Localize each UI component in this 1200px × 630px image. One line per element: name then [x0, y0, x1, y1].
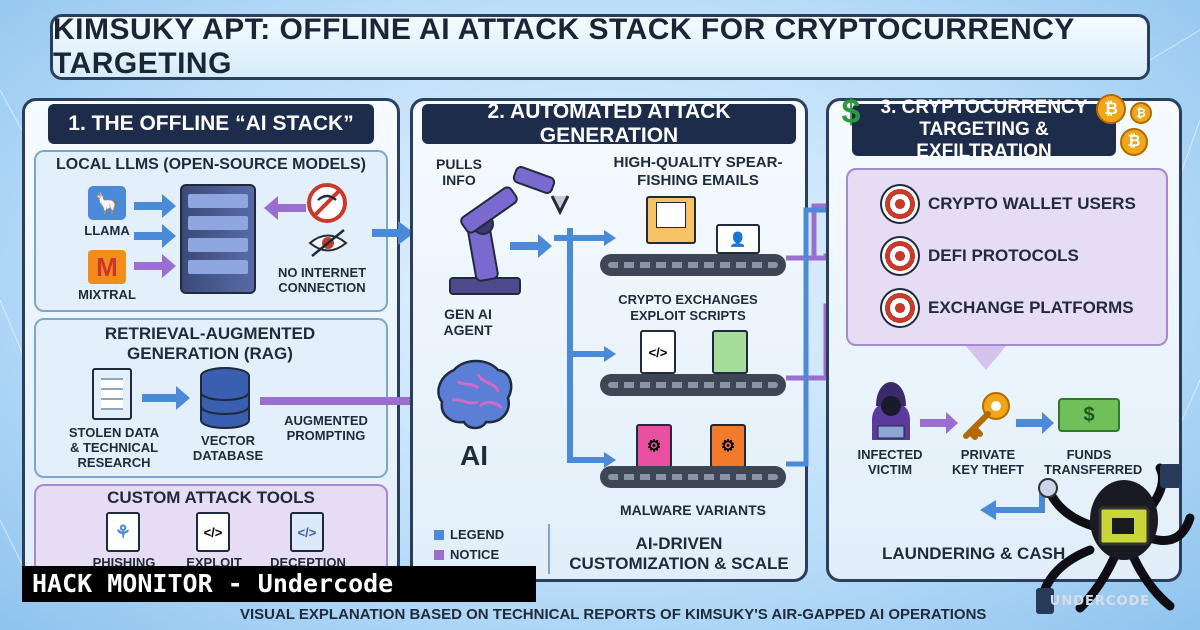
server-return-arrow [264, 196, 306, 220]
undercode-logo-text: UNDERCODE [1049, 594, 1151, 609]
robot-arm-icon [449, 166, 570, 295]
panel1-header: 1. THE OFFLINE “AI STACK” [48, 104, 374, 144]
brain-icon [437, 359, 513, 430]
title-bar: KIMSUKY APT: OFFLINE AI ATTACK STACK FOR… [50, 13, 1150, 80]
scripts-conveyor-belt [600, 374, 786, 396]
script-code-icon: </> [640, 330, 676, 374]
victim-label: INFECTED VICTIM [857, 447, 923, 477]
database-icon [200, 367, 250, 430]
exploit-code-icon: </> [196, 512, 230, 552]
no-internet-label: NO INTERNET CONNECTION [277, 265, 367, 295]
target-wallet-label: CRYPTO WALLET USERS [928, 194, 1136, 213]
tools-title: CUSTOM ATTACK TOOLS [107, 488, 315, 507]
llm-input-arrows [134, 194, 176, 278]
rag-arrow-1 [142, 386, 190, 410]
script-document-icon [712, 330, 748, 374]
server-icon [180, 184, 256, 294]
key-to-funds-arrow [1016, 412, 1054, 434]
mixtral-label: MIXTRAL [78, 287, 136, 302]
hack-monitor-banner: HACK MONITOR - Undercode [22, 566, 536, 602]
page-title: KIMSUKY APT: OFFLINE AI ATTACK STACK FOR… [53, 13, 1075, 80]
hacker-icon [872, 382, 910, 440]
hidden-eye-icon [308, 229, 348, 257]
legend-swatch-purple [434, 550, 444, 560]
dollar-sign-icon: $ [841, 92, 861, 131]
panel3-header: 3. CRYPTOCURRENCY TARGETING & EXFILTRATI… [852, 97, 1116, 162]
emails-label: HIGH-QUALITY SPEAR-FISHING EMAILS [613, 154, 783, 189]
llama-icon: 🦙 [88, 186, 126, 220]
key-theft-label: PRIVATE KEY THEFT [952, 447, 1024, 477]
generation-flow-lines [554, 228, 616, 468]
ai-label: AI [460, 440, 488, 471]
malware-label: MALWARE VARIANTS [620, 502, 766, 518]
deception-code-icon: </> [290, 512, 324, 552]
id-card-icon: 👤 [716, 224, 760, 254]
agent-to-belt-arrow [510, 234, 552, 258]
augmented-prompting-label: AUGMENTED PROMPTING [284, 413, 368, 443]
target-icon-defi [880, 236, 920, 276]
target-icon-wallet [880, 184, 920, 224]
malware-bug-icon-1: ⚙ [636, 424, 672, 468]
phishing-hook-icon: ⚘ [106, 512, 140, 552]
targets-down-arrow [966, 346, 1006, 370]
llama-label: LLAMA [84, 223, 130, 238]
legend-divider [548, 524, 550, 574]
bitcoin-coin-icon-2: ₿ [1130, 102, 1152, 124]
vector-database-label: VECTOR DATABASE [192, 433, 264, 463]
key-icon [963, 392, 1010, 440]
target-icon-exchange [880, 288, 920, 328]
laundering-label: LAUNDERING & CASH [882, 544, 1066, 563]
panel2-header: 2. AUTOMATED ATTACK GENERATION [422, 100, 796, 147]
stolen-data-label: STOLEN DATA & TECHNICAL RESEARCH [68, 425, 160, 470]
bitcoin-coin-icon-1: ₿ [1096, 94, 1126, 124]
pulls-info-label: PULLS INFO [436, 156, 482, 189]
document-icon [92, 368, 132, 420]
gen-ai-agent-label: GEN AI AGENT [443, 306, 493, 339]
victim-to-key-arrow [920, 412, 958, 434]
legend-swatch-blue [434, 530, 444, 540]
no-internet-icon [307, 183, 347, 223]
bitcoin-coin-icon-3: ₿ [1120, 128, 1148, 156]
mixtral-icon: M [88, 250, 126, 284]
cash-stack-icon: $ [1058, 398, 1120, 432]
email-conveyor-belt [600, 254, 786, 276]
legend-label: LEGEND [450, 527, 505, 542]
rag-arrow-2 [260, 389, 436, 413]
notice-label: NOTICE [450, 547, 500, 562]
malware-bug-icon-2: ⚙ [710, 424, 746, 468]
octopus-mascot-icon [1036, 463, 1195, 614]
funds-label: FUNDS TRANSFERRED [1044, 447, 1143, 477]
customization-label: AI-DRIVEN CUSTOMIZATION & SCALE [569, 534, 789, 574]
exploit-scripts-label: CRYPTO EXCHANGES EXPLOIT SCRIPTS [618, 292, 758, 323]
stack-to-agent-arrow [372, 221, 414, 245]
malware-conveyor-belt [600, 466, 786, 488]
llms-title: LOCAL LLMS (OPEN-SOURCE MODELS) [56, 156, 366, 173]
footer-caption: VISUAL EXPLANATION BASED ON TECHNICAL RE… [240, 606, 987, 623]
target-exchange-label: EXCHANGE PLATFORMS [928, 298, 1134, 317]
target-defi-label: DEFI PROTOCOLS [928, 246, 1079, 265]
email-envelope-icon [646, 196, 696, 244]
laundering-return-arrow [980, 490, 1045, 520]
rag-title: RETRIEVAL-AUGMENTED GENERATION (RAG) [104, 324, 316, 364]
